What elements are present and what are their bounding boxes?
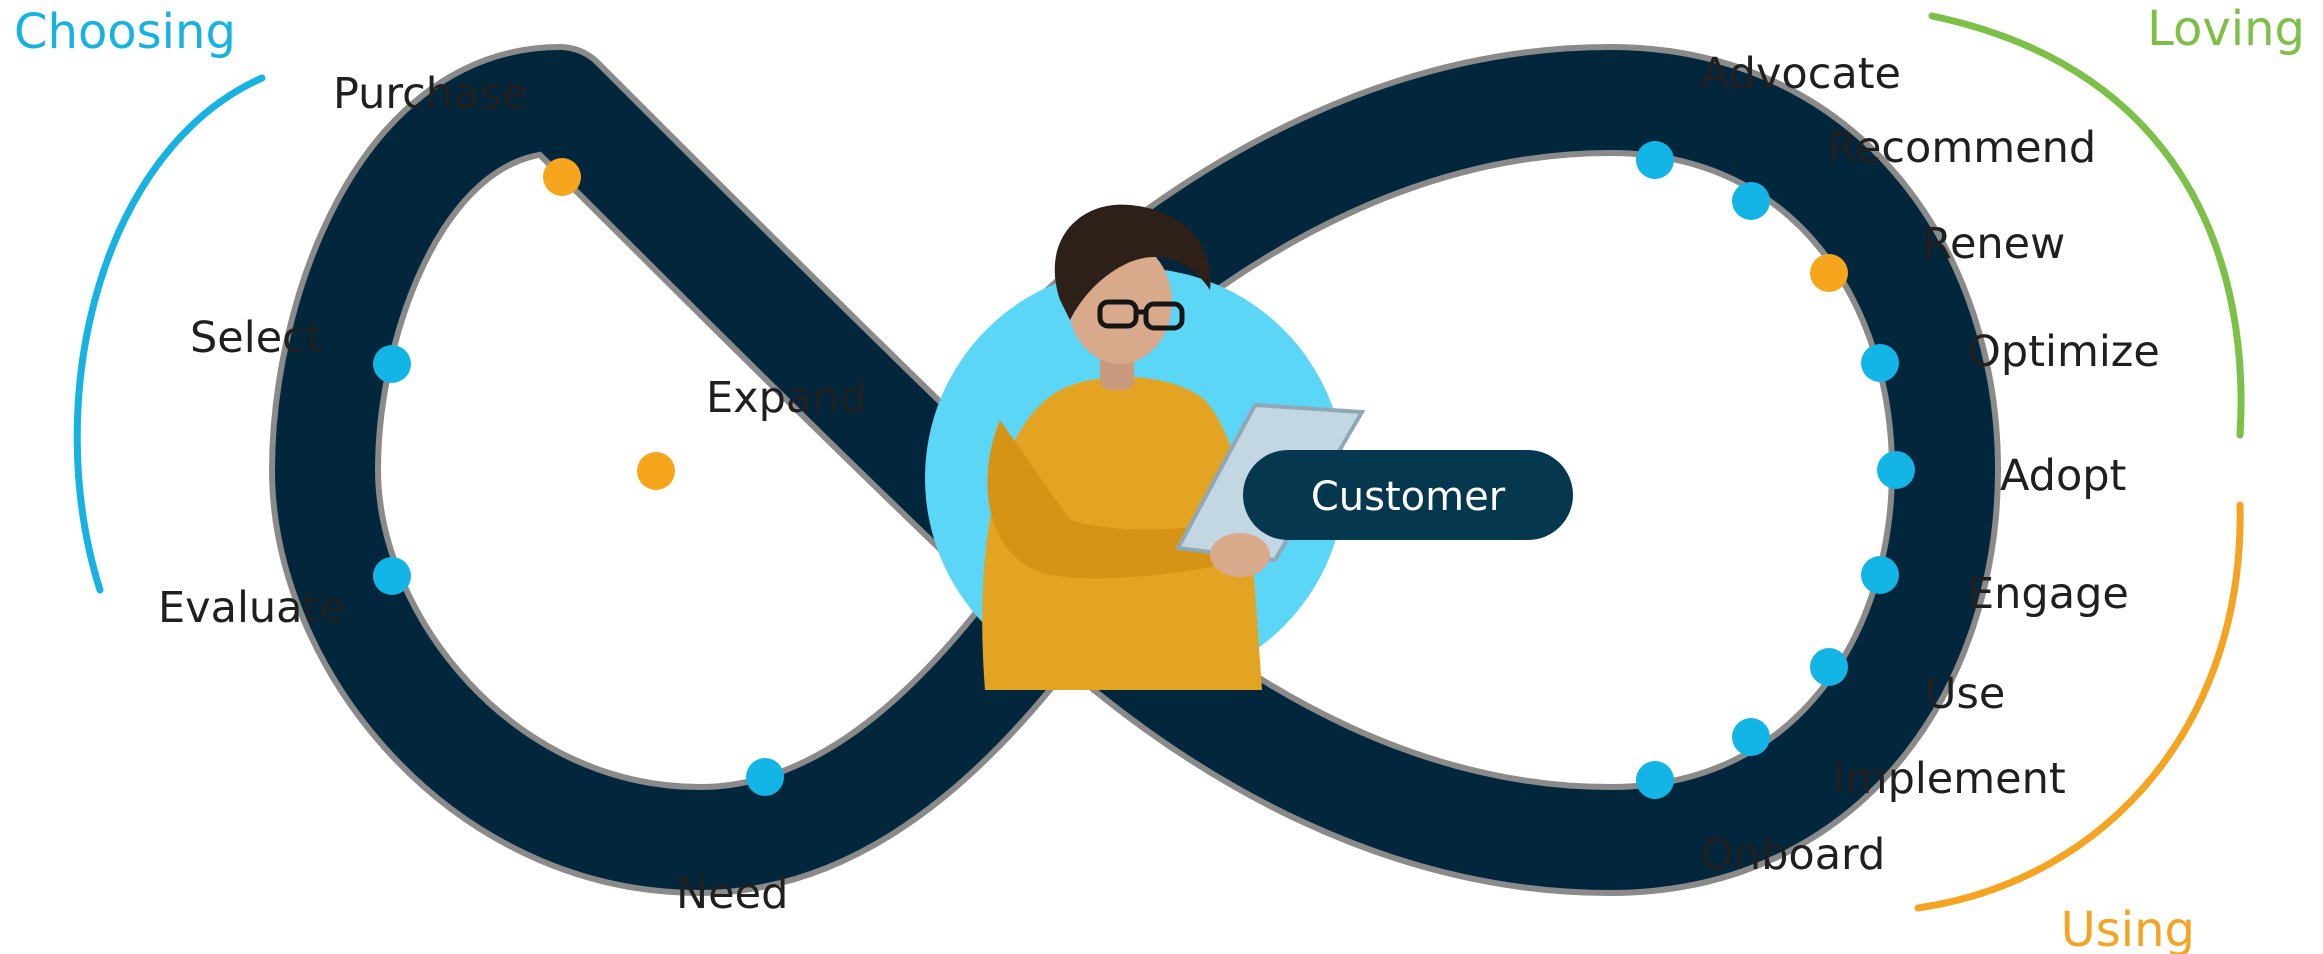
- adopt-dot: [1877, 451, 1915, 489]
- need-dot: [746, 758, 784, 796]
- advocate-label: Advocate: [1700, 49, 1901, 99]
- implement-label: Implement: [1833, 754, 2066, 804]
- loving-phase-arc: [1928, 12, 2245, 439]
- select-dot: [373, 345, 411, 383]
- optimize-dot: [1861, 344, 1899, 382]
- using-phase-arc: [1914, 501, 2244, 912]
- use-label: Use: [1925, 669, 2005, 719]
- recommend-dot: [1732, 182, 1770, 220]
- expand-label: Expand: [706, 373, 867, 423]
- expand-dot: [637, 452, 675, 490]
- using-phase-label: Using: [2061, 902, 2195, 954]
- engage-dot: [1861, 556, 1899, 594]
- optimize-label: Optimize: [1967, 327, 2160, 377]
- purchase-label: Purchase: [333, 69, 528, 119]
- need-label: Need: [676, 869, 788, 919]
- advocate-dot: [1636, 141, 1674, 179]
- evaluate-label: Evaluate: [158, 583, 346, 633]
- person-hand-icon: [1210, 533, 1270, 577]
- onboard-label: Onboard: [1700, 830, 1885, 880]
- renew-dot: [1810, 254, 1848, 292]
- choosing-phase-label: Choosing: [14, 4, 236, 60]
- select-label: Select: [190, 313, 323, 363]
- purchase-dot: [543, 158, 581, 196]
- implement-dot: [1732, 718, 1770, 756]
- customer-badge: Customer: [1243, 450, 1573, 540]
- glasses-icon: [1097, 299, 1185, 331]
- loving-phase-label: Loving: [2147, 1, 2305, 57]
- recommend-label: Recommend: [1827, 123, 2096, 173]
- customer-badge-label: Customer: [1311, 474, 1506, 520]
- evaluate-dot: [373, 557, 411, 595]
- milestone-dots: [373, 141, 1915, 799]
- use-dot: [1810, 648, 1848, 686]
- choosing-phase-arc: [73, 74, 266, 594]
- customer-badge-background: [1243, 450, 1573, 540]
- person-hair-icon: [1054, 204, 1211, 320]
- customer-illustration: [925, 204, 1366, 690]
- onboard-dot: [1636, 761, 1674, 799]
- renew-label: Renew: [1922, 219, 2065, 269]
- engage-label: Engage: [1967, 569, 2129, 619]
- adopt-label: Adopt: [2000, 451, 2126, 501]
